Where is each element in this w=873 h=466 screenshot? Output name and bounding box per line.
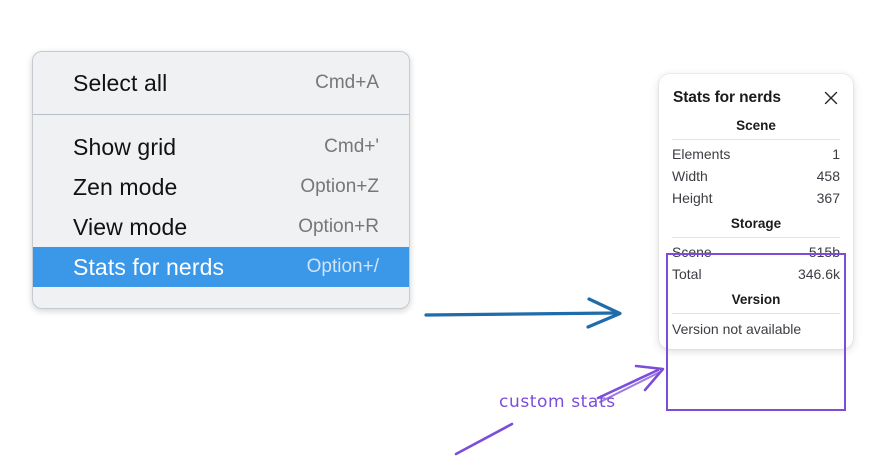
stat-row-storage-scene: Scene 515b: [672, 241, 840, 263]
menu-footer-spacer: [33, 287, 409, 308]
menu-item-shortcut: Option+R: [298, 216, 379, 237]
stat-value: 1: [832, 146, 840, 162]
section-divider: [672, 313, 840, 314]
stat-key: Total: [672, 266, 702, 282]
menu-item-view-mode[interactable]: View mode Option+R: [33, 207, 409, 247]
arrow-right-icon: [424, 292, 630, 336]
menu-group-top: Select all Cmd+A: [33, 52, 409, 115]
menu-item-label: Show grid: [73, 133, 177, 160]
custom-stats-label: custom stats: [499, 392, 616, 412]
menu-item-label: View mode: [73, 213, 188, 240]
custom-stats-annotation: [440, 356, 690, 461]
menu-item-shortcut: Option+Z: [300, 176, 379, 197]
section-heading-version: Version: [731, 292, 781, 307]
stat-value: 346.6k: [797, 266, 840, 282]
section-divider: [672, 139, 840, 140]
section-divider: [672, 237, 840, 238]
menu-item-show-grid[interactable]: Show grid Cmd+': [33, 127, 409, 167]
stat-value: 367: [816, 190, 840, 206]
stat-key: Height: [672, 190, 713, 206]
menu-item-shortcut: Cmd+': [324, 136, 379, 157]
stat-key: Width: [672, 168, 708, 184]
close-icon[interactable]: [823, 90, 839, 106]
menu-item-label: Stats for nerds: [73, 253, 225, 280]
menu-group-bottom: Show grid Cmd+' Zen mode Option+Z View m…: [33, 115, 409, 308]
stat-value: 458: [816, 168, 840, 184]
stat-row-elements: Elements 1: [672, 143, 840, 165]
menu-item-label: Zen mode: [73, 173, 178, 200]
stat-key: Elements: [672, 146, 731, 162]
context-menu: Select all Cmd+A Show grid Cmd+' Zen mod…: [32, 51, 410, 309]
menu-item-select-all[interactable]: Select all Cmd+A: [33, 63, 409, 103]
menu-item-stats-for-nerds[interactable]: Stats for nerds Option+/: [33, 247, 409, 287]
menu-item-label: Select all: [73, 69, 168, 96]
panel-title: Stats for nerds: [673, 89, 781, 106]
section-heading-storage: Storage: [730, 216, 782, 231]
version-value: Version not available: [672, 321, 802, 337]
stats-for-nerds-panel: Stats for nerds Scene Elements 1 Width 4…: [659, 74, 853, 411]
stat-row-storage-total: Total 346.6k: [672, 263, 840, 285]
menu-item-shortcut: Option+/: [306, 256, 379, 277]
section-heading-scene: Scene: [736, 118, 776, 133]
menu-item-zen-mode[interactable]: Zen mode Option+Z: [33, 167, 409, 207]
stat-value: 515b: [808, 244, 840, 260]
menu-item-shortcut: Cmd+A: [315, 72, 379, 93]
panel-header: Stats for nerds: [659, 74, 853, 111]
stat-row-width: Width 458: [672, 165, 840, 187]
panel-body: Scene Elements 1 Width 458 Height 367 St…: [659, 111, 853, 338]
stat-row-height: Height 367: [672, 187, 840, 209]
stat-key: Scene: [672, 244, 712, 260]
